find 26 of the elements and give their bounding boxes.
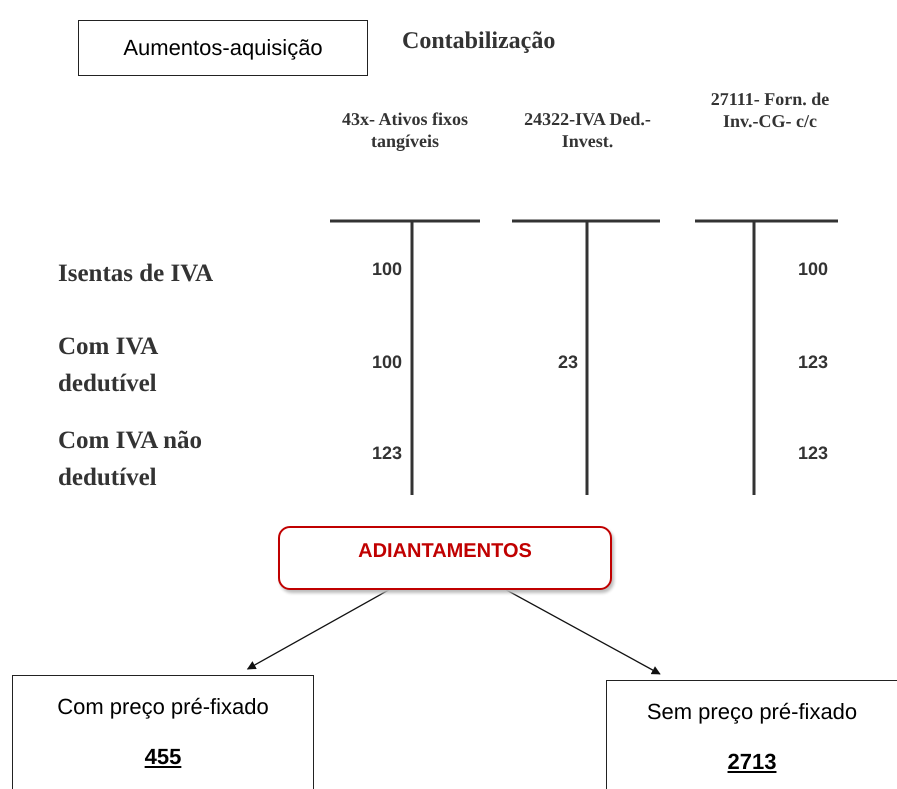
amount: 100 <box>796 259 828 280</box>
account-heading: 43x- Ativos fixos tangíveis <box>341 108 469 152</box>
process-box <box>78 20 368 76</box>
process-box <box>12 675 314 789</box>
amount: 123 <box>796 443 828 464</box>
box-label: Com preço pré-fixado <box>57 694 269 720</box>
row-label: Isentas de IVA <box>58 259 214 289</box>
row-label: Com IVA dedutível <box>58 332 158 399</box>
amount: 100 <box>370 259 402 280</box>
box-label: Aumentos-aquisição <box>123 35 323 61</box>
arrow <box>506 589 661 675</box>
amount: 2713 <box>728 749 776 775</box>
account-heading: 24322-IVA Ded.- Invest. <box>523 108 652 152</box>
title: Contabilização <box>402 28 556 55</box>
row-label: Com IVA não dedutível <box>58 426 204 493</box>
amount: 123 <box>796 352 828 373</box>
amount: 100 <box>370 352 402 373</box>
heading: ADIANTAMENTOS <box>358 540 532 563</box>
rounded-box <box>278 526 612 590</box>
process-box <box>606 680 897 789</box>
amount: 23 <box>556 352 578 373</box>
arrow <box>246 589 389 670</box>
amount: 455 <box>144 744 182 770</box>
account-heading: 27111- Forn. de Inv.-CG- c/c <box>710 88 830 132</box>
box-label: Sem preço pré-fixado <box>646 699 858 725</box>
amount: 123 <box>370 443 402 464</box>
